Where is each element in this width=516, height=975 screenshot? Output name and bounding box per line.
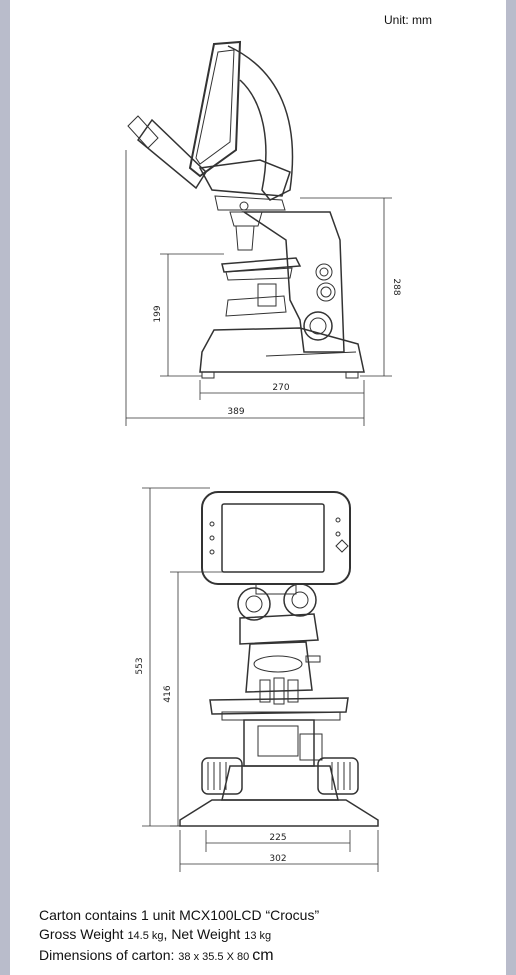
carton-dimensions-value: 38 x 35.5 X 80 bbox=[178, 951, 253, 963]
gross-weight-value: 14.5 bbox=[127, 930, 149, 942]
dim-416-label: 416 bbox=[163, 685, 173, 702]
carton-contents-line: Carton contains 1 unit MCX100LCD “Crocus… bbox=[39, 907, 320, 923]
dim-389-label: 389 bbox=[227, 407, 244, 417]
weight-line: Gross Weight 14.5 kg, Net Weight 13 kg bbox=[39, 926, 272, 942]
carton-dimensions-line: Dimensions of carton: 38 x 35.5 X 80 cm bbox=[39, 947, 274, 964]
net-weight-value: 13 bbox=[244, 930, 257, 942]
spec-sheet bbox=[10, 0, 506, 975]
dim-270-label: 270 bbox=[272, 383, 289, 393]
unit-label: Unit: mm bbox=[384, 13, 432, 27]
dim-199-label: 199 bbox=[153, 305, 163, 322]
side-view-dimensions bbox=[125, 150, 392, 426]
front-view-dimensions bbox=[142, 487, 379, 872]
dim-553-label: 553 bbox=[135, 657, 145, 674]
front-view-microscope bbox=[179, 491, 379, 827]
dim-288-label: 288 bbox=[391, 278, 401, 295]
side-view-microscope bbox=[127, 40, 365, 379]
dim-225-label: 225 bbox=[269, 833, 286, 843]
dim-302-label: 302 bbox=[269, 854, 286, 864]
carton-info: Carton contains 1 unit MCX100LCD “Crocus… bbox=[39, 906, 499, 967]
